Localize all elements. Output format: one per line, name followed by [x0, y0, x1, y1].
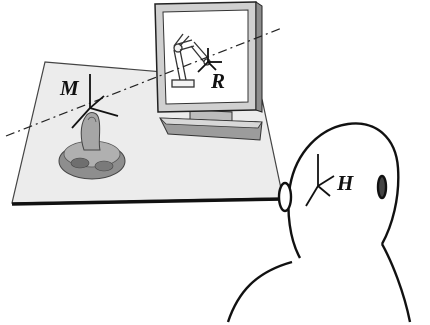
- left-ear: [279, 183, 291, 211]
- neck-right: [382, 244, 410, 322]
- monitor-side: [256, 2, 262, 112]
- human-frame-label: H: [336, 171, 354, 195]
- master-frame-label: M: [59, 76, 80, 100]
- robot-frame-label: R: [210, 69, 225, 93]
- shoulders: [228, 262, 292, 322]
- right-ear: [378, 176, 386, 198]
